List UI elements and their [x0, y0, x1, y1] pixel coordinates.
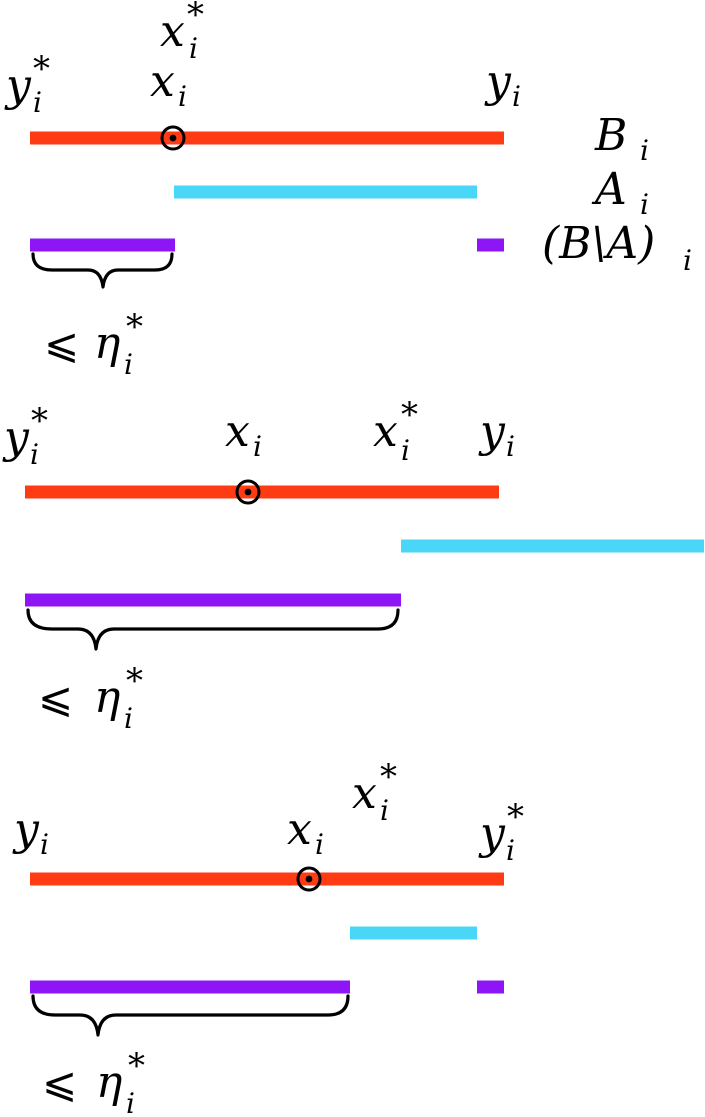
svg-text:i: i — [512, 80, 521, 113]
brace — [26, 608, 400, 651]
svg-text:*: * — [507, 797, 524, 837]
svg-text:i: i — [124, 702, 133, 735]
svg-text:i: i — [124, 348, 133, 381]
svg-text:x: x — [150, 56, 175, 107]
svg-text:⩽: ⩽ — [38, 673, 73, 722]
label-y-star-left: y * i — [4, 49, 50, 119]
svg-text:*: * — [187, 0, 204, 35]
legend-A: A i — [591, 164, 649, 221]
svg-text:*: * — [401, 395, 418, 435]
svg-text:y: y — [4, 60, 32, 111]
svg-text:η: η — [94, 318, 120, 369]
svg-text:y: y — [2, 412, 30, 463]
svg-text:i: i — [506, 430, 515, 463]
svg-text:i: i — [506, 834, 515, 867]
svg-text:x: x — [373, 406, 398, 457]
label-y-star-left: y * i — [2, 401, 48, 471]
panel-case-3: x * i y i x i y * i ⩽ η * i — [12, 757, 524, 1117]
svg-text:i: i — [40, 828, 49, 861]
svg-text:*: * — [128, 1046, 145, 1086]
svg-text:i: i — [189, 32, 198, 65]
label-x-star: x * i — [373, 395, 418, 467]
label-x: x i — [225, 406, 262, 463]
label-x-star: x * i — [352, 757, 397, 827]
svg-text:i: i — [315, 828, 324, 861]
svg-text:i: i — [640, 188, 649, 221]
svg-text:x: x — [160, 6, 185, 57]
svg-text:x: x — [352, 768, 377, 819]
svg-text:i: i — [33, 86, 42, 119]
svg-text:η: η — [94, 672, 120, 723]
svg-text:i: i — [253, 430, 262, 463]
circled-dot-icon — [235, 479, 261, 505]
svg-text:y: y — [478, 808, 506, 859]
svg-text:*: * — [31, 401, 48, 441]
svg-text:y: y — [484, 56, 512, 107]
label-x-star: x * i — [160, 0, 204, 65]
legend-B-minus-A: (B\A) i — [542, 218, 692, 277]
svg-text:⩽: ⩽ — [44, 319, 79, 368]
label-y-right: y i — [484, 56, 521, 113]
svg-text:⩽: ⩽ — [42, 1058, 77, 1107]
label-x: x i — [287, 804, 324, 861]
panel-case-2: y * i x i x * i y i ⩽ η * i — [2, 395, 704, 735]
legend-B: B i — [594, 110, 649, 167]
svg-text:y: y — [478, 406, 506, 457]
svg-text:i: i — [126, 1087, 135, 1117]
label-leq-eta-star: ⩽ η * i — [38, 661, 143, 735]
svg-text:A: A — [591, 164, 627, 215]
svg-text:i: i — [30, 438, 39, 471]
svg-text:x: x — [225, 406, 250, 457]
label-leq-eta-star: ⩽ η * i — [44, 307, 143, 381]
svg-text:i: i — [178, 80, 187, 113]
svg-text:(B\A): (B\A) — [542, 218, 655, 269]
svg-text:*: * — [33, 49, 50, 89]
circled-dot-icon — [160, 125, 186, 151]
svg-text:*: * — [126, 661, 143, 701]
svg-text:i: i — [401, 434, 410, 467]
label-x: x i — [150, 56, 187, 113]
svg-text:x: x — [287, 804, 312, 855]
brace — [31, 252, 174, 289]
label-leq-eta-star: ⩽ η * i — [42, 1046, 145, 1117]
label-y-right: y i — [478, 406, 515, 463]
svg-text:i: i — [640, 134, 649, 167]
svg-text:i: i — [380, 794, 389, 827]
svg-text:y: y — [12, 804, 40, 855]
label-y-left: y i — [12, 804, 49, 861]
label-y-star-right: y * i — [478, 797, 524, 867]
svg-text:B: B — [594, 110, 627, 161]
svg-text:i: i — [683, 244, 692, 277]
svg-text:*: * — [126, 307, 143, 347]
brace — [31, 994, 350, 1037]
circled-dot-icon — [296, 866, 322, 892]
svg-text:η: η — [96, 1057, 122, 1108]
svg-text:*: * — [380, 757, 397, 797]
panel-case-1: x * i y * i x i y i B i — [4, 0, 692, 381]
